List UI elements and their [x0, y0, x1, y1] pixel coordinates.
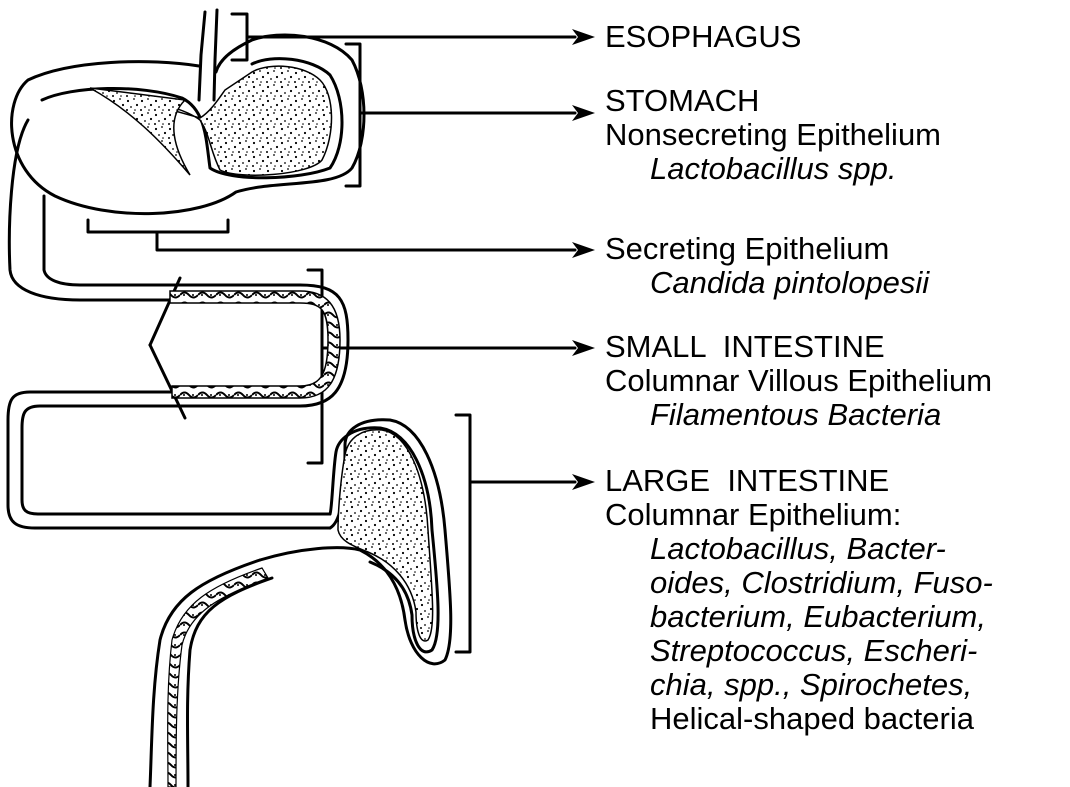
stomach-label: STOMACH Nonsecreting Epithelium Lactobac… — [605, 84, 941, 186]
large-intestine-organism-line: oides, Clostridium, Fuso- — [605, 566, 993, 600]
esophagus-title: ESOPHAGUS — [605, 20, 801, 54]
bracket-stomach — [346, 44, 575, 186]
small-intestine-title: SMALL INTESTINE — [605, 330, 992, 364]
esophagus-label: ESOPHAGUS — [605, 20, 801, 54]
large-intestine-title: LARGE INTESTINE — [605, 464, 993, 498]
bracket-secreting — [88, 220, 575, 250]
large-intestine-organism-line: chia, spp., Spirochetes, — [605, 668, 993, 702]
large-intestine-organism-line: bacterium, Eubacterium, — [605, 600, 993, 634]
stomach-organism: Lactobacillus spp. — [605, 152, 941, 186]
forestomach-stippled-lumen — [90, 88, 190, 175]
small-intestine-epithelium: Columnar Villous Epithelium — [605, 364, 992, 398]
stomach-title: STOMACH — [605, 84, 941, 118]
large-intestine-organism-line: Lactobacillus, Bacter- — [605, 532, 993, 566]
small-intestine-label: SMALL INTESTINE Columnar Villous Epithel… — [605, 330, 992, 432]
constriction-mark-top — [150, 278, 180, 345]
bracket-esophagus — [232, 14, 575, 60]
small-intestine-villi — [170, 291, 340, 398]
esophagus-wall-left — [199, 12, 205, 100]
large-intestine-label: LARGE INTESTINE Columnar Epithelium: Lac… — [605, 464, 993, 736]
esophagus-wall-right — [214, 10, 217, 100]
small-intestine-loop-outer — [8, 300, 332, 528]
large-intestine-epithelium: Columnar Epithelium: — [605, 498, 993, 532]
large-intestine-organism-line: Streptococcus, Escheri- — [605, 634, 993, 668]
small-intestine-organism: Filamentous Bacteria — [605, 398, 992, 432]
duodenum-wall-inner — [44, 196, 300, 285]
secreting-organism: Candida pintolopesii — [605, 266, 929, 300]
secreting-epithelium-label: Secreting Epithelium Candida pintolopesi… — [605, 232, 929, 300]
large-intestine-organism-line: Helical-shaped bacteria — [605, 702, 993, 736]
bracket-large-intestine — [456, 415, 575, 652]
small-intestine-loop-inner — [22, 285, 348, 514]
stomach-epithelium: Nonsecreting Epithelium — [605, 118, 941, 152]
secreting-title: Secreting Epithelium — [605, 232, 929, 266]
